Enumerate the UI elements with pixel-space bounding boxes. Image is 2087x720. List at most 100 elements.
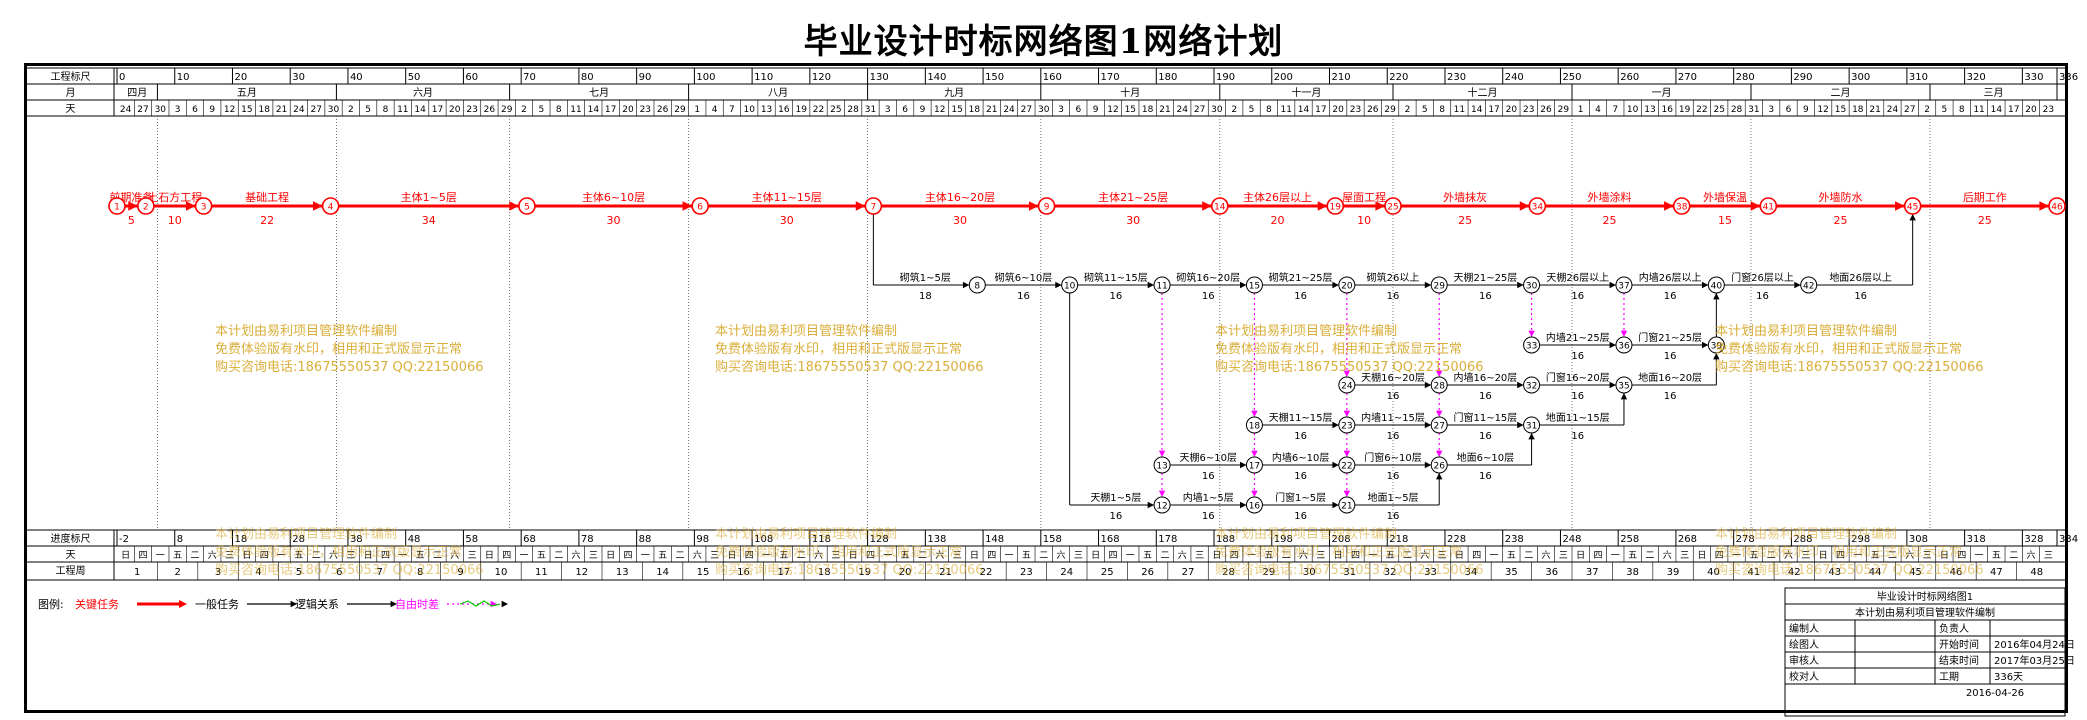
watermark-text: 本计划由易利项目管理软件编制 (215, 324, 397, 339)
general-task-name: 内墙6~10层 (1272, 451, 1329, 464)
network-node (518, 197, 536, 215)
weekday-label: 日 (1091, 550, 1100, 561)
weekday-label: 一 (1247, 551, 1256, 561)
weekday-label: 二 (1282, 551, 1291, 561)
week-label: 6 (336, 567, 342, 578)
watermark-text: 免费体验版有水印，相用和正式版显示正常 (715, 341, 962, 357)
week-label: 42 (1788, 567, 1801, 578)
week-label: 46 (1950, 567, 1963, 578)
node-number: 10 (1064, 282, 1076, 292)
network-node (1800, 276, 1818, 294)
general-task-duration: 16 (1294, 291, 1307, 302)
progress-tick-label: 168 (1101, 534, 1120, 545)
watermark-text: 免费体验版有水印，相用和正式版显示正常 (1215, 341, 1462, 357)
general-task-name: 门窗21~25层 (1638, 331, 1702, 344)
general-task-name: 内墙11~15层 (1361, 411, 1425, 424)
node-number: 25 (1387, 203, 1398, 213)
progress-tick-label: 208 (1332, 534, 1351, 545)
watermark-text: 购买咨询电话:18675550537 QQ:22150066 (1215, 359, 1484, 375)
critical-task-name: 土石方工程 (147, 190, 202, 204)
day-label: 24 (120, 105, 132, 115)
weekday-label: 日 (1455, 550, 1464, 561)
month-label: 五月 (237, 87, 257, 99)
weekday-label: 日 (485, 550, 494, 561)
network-node (1245, 496, 1263, 514)
critical-task-name: 外墙抹灰 (1443, 190, 1487, 204)
progress-tick-label: 298 (1851, 534, 1870, 545)
info-box-cell: 2017年03月25日 (1994, 654, 2075, 667)
day-label: 11 (1280, 105, 1291, 115)
weekday-label: 日 (1697, 550, 1706, 561)
weekday-label: 二 (675, 551, 684, 561)
legend-arrowhead (390, 600, 397, 608)
weekday-label: 六 (572, 549, 581, 561)
general-task-duration: 16 (1387, 471, 1400, 482)
general-task-duration: 16 (1664, 291, 1677, 302)
watermark-text: 免费体验版有水印，相用和正式版显示正常 (1715, 341, 1962, 357)
weekday-label: 五 (1628, 551, 1637, 561)
progress-tick-label: 88 (639, 534, 652, 545)
network-node (1523, 336, 1541, 354)
weekday-label: 五 (1749, 551, 1758, 561)
node-number: 36 (1618, 342, 1630, 352)
day-label: 20 (449, 105, 461, 115)
day-label: 14 (414, 105, 426, 115)
day-label: 20 (2025, 105, 2037, 115)
day-label: 12 (1817, 105, 1828, 115)
week-label: 12 (575, 567, 588, 578)
progress-tick-label: 148 (985, 534, 1004, 545)
general-task-duration: 18 (919, 291, 932, 302)
legend-arrowhead (290, 600, 297, 608)
general-arrowhead (1517, 381, 1524, 389)
watermark-text: 本计划由易利项目管理软件编制 (715, 324, 897, 339)
progress-tick-label: 218 (1389, 534, 1408, 545)
weekday-label: 五 (1022, 551, 1031, 561)
general-task-duration: 16 (1571, 291, 1584, 302)
general-arrowhead (1240, 461, 1247, 469)
day-label: 7 (1612, 105, 1618, 115)
logic-arrowhead (1436, 370, 1443, 377)
general-task-duration: 16 (1479, 291, 1492, 302)
weekday-label: 五 (779, 551, 788, 561)
scale-row-label: 月 (66, 87, 76, 99)
critical-task-duration: 34 (422, 214, 436, 227)
weekday-label: 三 (589, 551, 598, 561)
critical-task-duration: 25 (1458, 214, 1472, 227)
general-task-name: 砌筑11~15层 (1084, 271, 1148, 284)
general-task-name: 地面26层以上 (1829, 271, 1892, 284)
day-label: 5 (1942, 105, 1948, 115)
general-task-duration: 16 (1017, 291, 1030, 302)
month-label: 十一月 (1291, 86, 1321, 99)
node-number: 26 (1433, 462, 1445, 472)
general-task-duration: 16 (1571, 351, 1584, 362)
weekday-label: 日 (970, 550, 979, 561)
watermark-text: 购买咨询电话:18675550537 QQ:22150066 (715, 359, 984, 375)
critical-arrowhead (855, 201, 866, 211)
week-label: 33 (1424, 567, 1437, 578)
weekday-label: 日 (1819, 550, 1828, 561)
logic-arrowhead (1343, 370, 1351, 377)
weekday-label: 五 (173, 551, 182, 561)
week-label: 8 (417, 567, 423, 578)
progress-tick-label: 328 (2024, 534, 2043, 545)
watermark-text: 免费体验版有水印，相用和正式版显示正常 (215, 341, 462, 357)
scale-tick-label: 10 (177, 72, 190, 83)
weekday-label: 日 (606, 550, 615, 561)
general-arrowhead (1701, 281, 1709, 289)
critical-task-duration: 30 (953, 214, 967, 227)
critical-task-name: 基础工程 (245, 191, 289, 204)
weekday-label: 六 (208, 549, 217, 561)
general-arrowhead (1424, 421, 1432, 429)
logic-arrowhead (1436, 410, 1443, 417)
general-arrowhead (1620, 393, 1628, 400)
node-number: 19 (1330, 203, 1342, 213)
general-task-name: 地面1~5层 (1367, 491, 1418, 504)
node-number: 24 (1341, 382, 1353, 392)
network-node (1430, 456, 1448, 474)
critical-task-name: 屋面工程 (1342, 191, 1386, 204)
day-label: 9 (1803, 105, 1809, 115)
day-label: 8 (1959, 105, 1965, 115)
week-label: 17 (778, 567, 791, 578)
critical-task-name: 外墙保温 (1703, 190, 1747, 204)
day-label: 25 (1714, 105, 1725, 115)
